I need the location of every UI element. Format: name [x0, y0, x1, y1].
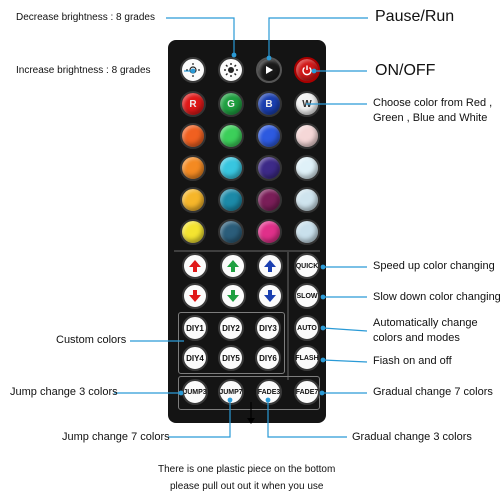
auto-button[interactable]: AUTO [294, 315, 320, 341]
label-slow-down: Slow down color changing [373, 291, 500, 303]
arrow-up-icon [189, 260, 201, 272]
quick-button[interactable]: QUICK [294, 253, 320, 279]
red-button[interactable]: R [180, 91, 206, 117]
arrow-up-icon [227, 260, 239, 272]
color-button[interactable] [180, 219, 206, 245]
label-auto-line1: Automatically change [373, 317, 478, 329]
arrow-down-icon [264, 290, 276, 302]
blue-button[interactable]: B [256, 91, 282, 117]
jump7-button[interactable]: JUMP7 [218, 379, 244, 405]
diy2-button[interactable]: DIY2 [218, 315, 244, 341]
arrow-up-icon [264, 260, 276, 272]
color-button[interactable] [294, 219, 320, 245]
label-speed-up: Speed up color changing [373, 260, 495, 272]
label-jump7: Jump change 7 colors [62, 431, 170, 443]
color-button[interactable] [180, 187, 206, 213]
color-button[interactable] [218, 219, 244, 245]
diy1-button[interactable]: DIY1 [182, 315, 208, 341]
flash-button[interactable]: FLASH [294, 345, 320, 371]
arrow-down-icon [189, 290, 201, 302]
label-bottom-line2: please pull out out it when you use [170, 481, 324, 492]
color-button[interactable] [180, 155, 206, 181]
green-up-button[interactable] [220, 253, 246, 279]
label-decrease-brightness: Decrease brightness : 8 grades [16, 12, 155, 23]
green-button[interactable]: G [218, 91, 244, 117]
divider [287, 250, 289, 380]
label-custom-colors: Custom colors [56, 334, 127, 346]
color-button[interactable] [180, 123, 206, 149]
red-up-button[interactable] [182, 253, 208, 279]
label-auto-line2: colors and modes [373, 332, 460, 344]
color-button[interactable] [294, 155, 320, 181]
label-pause-run: Pause/Run [375, 8, 455, 25]
diy3-button[interactable]: DIY3 [255, 315, 281, 341]
color-button[interactable] [218, 123, 244, 149]
color-button[interactable] [256, 187, 282, 213]
label-auto: Automatically change colors and modes [373, 316, 498, 346]
brightness-up-button[interactable] [218, 57, 244, 83]
label-bottom-line1: There is one plastic piece on the bottom [158, 464, 336, 475]
diy5-button[interactable]: DIY5 [218, 345, 244, 371]
label-choose-color-line1: Choose color from Red , [373, 97, 493, 109]
brightness-up-icon [224, 63, 238, 77]
red-down-button[interactable] [182, 283, 208, 309]
green-down-button[interactable] [220, 283, 246, 309]
slow-button[interactable]: SLOW [294, 283, 320, 309]
color-button[interactable] [256, 155, 282, 181]
color-button[interactable] [256, 219, 282, 245]
color-button[interactable] [218, 155, 244, 181]
divider [174, 250, 320, 252]
diy4-button[interactable]: DIY4 [182, 345, 208, 371]
label-flash: Fiash on and off [373, 355, 452, 367]
diy-group [178, 312, 285, 374]
label-jump3: Jump change 3 colors [10, 386, 118, 398]
label-increase-brightness: Increase brightness : 8 grades [16, 65, 151, 76]
label-on-off: ON/OFF [375, 62, 436, 79]
diy6-button[interactable]: DIY6 [255, 345, 281, 371]
label-choose-color: Choose color from Red , Green , Blue and… [373, 96, 498, 126]
color-button[interactable] [294, 123, 320, 149]
jump3-button[interactable]: JUMP3 [182, 379, 208, 405]
color-button[interactable] [256, 123, 282, 149]
play-pause-button[interactable] [256, 57, 282, 83]
label-gradual7: Gradual change 7 colors [373, 386, 493, 398]
power-icon [302, 65, 312, 76]
fade7-button[interactable]: FADE7 [294, 379, 320, 405]
label-choose-color-line2: Green , Blue and White [373, 112, 488, 124]
arrow-down-icon [227, 290, 239, 302]
remote-control: R G B W QUICK SLOW AUTO FLASH DIY1 D [168, 40, 326, 423]
blue-down-button[interactable] [257, 283, 283, 309]
blue-up-button[interactable] [257, 253, 283, 279]
play-pause-icon [266, 66, 273, 74]
color-button[interactable] [294, 187, 320, 213]
color-button[interactable] [218, 187, 244, 213]
label-gradual3: Gradual change 3 colors [352, 431, 472, 443]
